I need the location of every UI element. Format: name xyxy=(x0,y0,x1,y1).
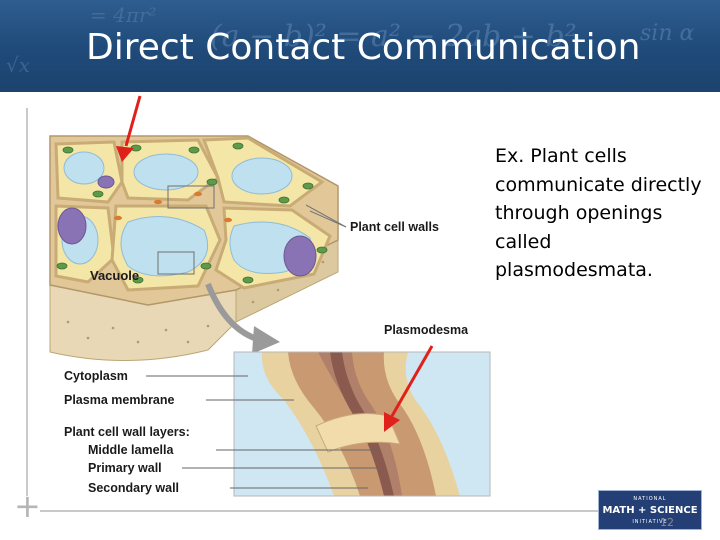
slide-number: 12 xyxy=(660,516,674,529)
mitochondria xyxy=(114,191,232,223)
red-arrow-head-icon xyxy=(116,146,134,162)
plant-cell xyxy=(201,136,325,208)
plasma-membrane-label: Plasma membrane xyxy=(64,393,175,407)
logo-sub-text: INITIATIVE xyxy=(632,519,668,525)
tissue-block-dots xyxy=(66,260,325,344)
slide-title: Direct Contact Communication xyxy=(86,27,641,68)
logo-main-text: MATH + SCIENCE xyxy=(602,505,698,516)
leader-line xyxy=(305,204,347,228)
formula-text: = 4πr² xyxy=(90,3,157,27)
red-arrow-shaft xyxy=(390,345,434,417)
example-label: Ex. xyxy=(495,145,525,167)
bottom-divider xyxy=(40,510,600,512)
logo-top-text: NATIONAL xyxy=(633,496,667,502)
wall-junction-marker xyxy=(167,185,215,209)
vacuole-label: Vacuole xyxy=(90,268,139,283)
plant-cell xyxy=(120,138,220,202)
formula-text: sin α xyxy=(640,21,694,46)
tissue-block-front xyxy=(49,284,237,362)
red-arrow-head-icon xyxy=(384,412,400,432)
zoom-arrow-head-icon xyxy=(252,326,280,354)
secondary-wall-label: Secondary wall xyxy=(88,481,179,495)
wall-layers-label: Plant cell wall layers: xyxy=(64,425,190,439)
body-text: Ex.Plant cells communicate directly thro… xyxy=(495,142,705,285)
nmsi-logo: NATIONAL MATH + SCIENCE INITIATIVE xyxy=(598,490,702,530)
example-text: Plant cells communicate directly through… xyxy=(495,145,702,281)
enlargement-panel xyxy=(233,351,491,497)
cytoplasm-label: Cytoplasm xyxy=(64,369,128,383)
slide-header: (a − b)² = a² − 2ab + b² sin α = 4πr² √x… xyxy=(0,0,720,92)
label-leader-lines xyxy=(146,375,378,489)
plus-icon: + xyxy=(14,487,41,525)
middle-lamella-label: Middle lamella xyxy=(88,443,174,457)
chloroplasts xyxy=(56,142,328,284)
formula-text: (a − b)² = a² − 2ab + b² xyxy=(210,19,577,54)
wall-junction-marker xyxy=(157,251,195,275)
nucleus xyxy=(283,235,317,277)
nucleus xyxy=(97,175,115,189)
formula-text: √x xyxy=(6,53,30,77)
left-divider xyxy=(26,108,28,496)
formula-background: (a − b)² = a² − 2ab + b² sin α = 4πr² √x xyxy=(6,3,694,77)
plasmodesma-label: Plasmodesma xyxy=(384,323,469,337)
plant-cell-diagram: Plant cell walls Plasmodesma Cytoplasm P… xyxy=(49,95,491,497)
nucleus xyxy=(57,207,87,245)
plant-cell xyxy=(110,204,222,292)
primary-wall-label: Primary wall xyxy=(88,461,162,475)
leader-line xyxy=(309,210,347,228)
red-arrow-shaft xyxy=(124,95,142,147)
plant-cell-walls-label: Plant cell walls xyxy=(350,220,439,234)
